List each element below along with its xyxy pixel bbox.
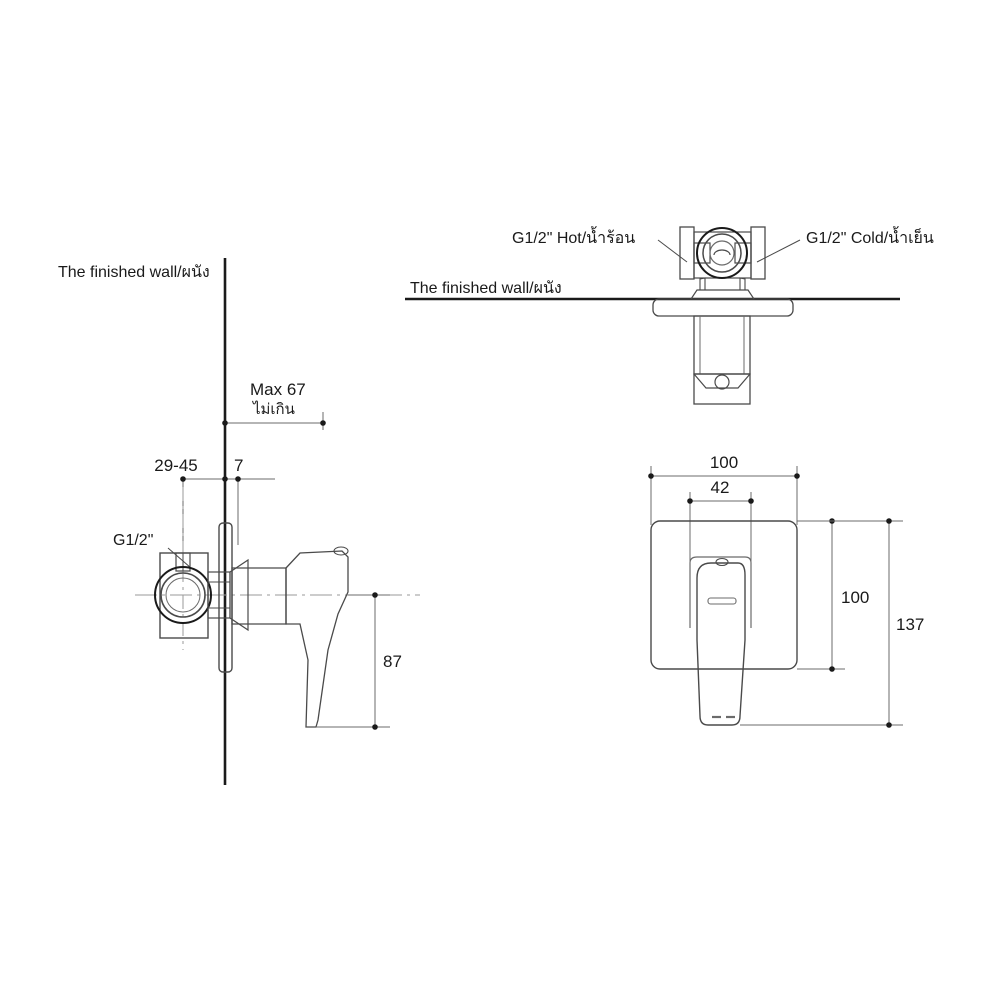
dimension-max-67: Max 67 ไม่เกิน xyxy=(222,380,326,430)
top-view-cold-annotation: G1/2" Cold/น้ำเย็น xyxy=(756,226,934,263)
side-view-group: The finished wall/ผนัง Max 67 ไม่เกิน 29… xyxy=(58,258,420,785)
dimension-rough-in-value: 29-45 xyxy=(154,456,197,475)
dimension-overall-height: 137 xyxy=(740,518,924,728)
dimension-plate-thickness-value: 7 xyxy=(234,456,243,475)
dimension-handle-width-value: 42 xyxy=(711,478,730,497)
side-view-inlet-label: G1/2" xyxy=(113,532,153,549)
top-view-body-below-wall xyxy=(693,315,751,405)
dimension-handle-width: 42 xyxy=(687,478,754,570)
front-view-handle-slot xyxy=(707,597,737,605)
dimension-rough-in-group: 29-45 7 xyxy=(154,456,275,560)
dimension-plate-height: 100 xyxy=(797,518,869,672)
dimension-plate-width-value: 100 xyxy=(710,453,738,472)
top-view-hot-label: G1/2" Hot/น้ำร้อน xyxy=(512,226,635,247)
front-view-group: 100 42 xyxy=(648,453,924,728)
dimension-87-value: 87 xyxy=(383,652,402,671)
front-view-lever-handle xyxy=(696,562,746,726)
top-view-valve-body xyxy=(679,226,766,300)
side-view-inlet-annotation: G1/2" xyxy=(113,532,192,569)
side-view-cartridge-body xyxy=(231,567,287,625)
side-view-wall-label: The finished wall/ผนัง xyxy=(58,264,210,281)
top-view-cold-label: G1/2" Cold/น้ำเย็น xyxy=(806,226,934,247)
dimension-max-67-note: ไม่เกิน xyxy=(252,400,295,418)
dimension-plate-width: 100 xyxy=(648,453,800,525)
top-view-group: The finished wall/ผนัง G1/2" Hot/น้ำร้อน… xyxy=(405,226,934,405)
top-view-hot-annotation: G1/2" Hot/น้ำร้อน xyxy=(512,226,688,263)
front-view-escutcheon-plate xyxy=(650,520,798,670)
top-view-escutcheon-plate xyxy=(652,298,794,317)
dimension-87: 87 xyxy=(316,592,402,730)
side-view-lever-handle xyxy=(285,546,349,728)
front-view-handle-top-notch xyxy=(715,557,729,567)
dimension-max-67-value: Max 67 xyxy=(250,380,306,399)
top-view-wall-label: The finished wall/ผนัง xyxy=(410,280,562,297)
dimension-plate-height-value: 100 xyxy=(841,588,869,607)
dimension-overall-height-value: 137 xyxy=(896,615,924,634)
front-view-handle-bracket-top xyxy=(689,556,752,572)
